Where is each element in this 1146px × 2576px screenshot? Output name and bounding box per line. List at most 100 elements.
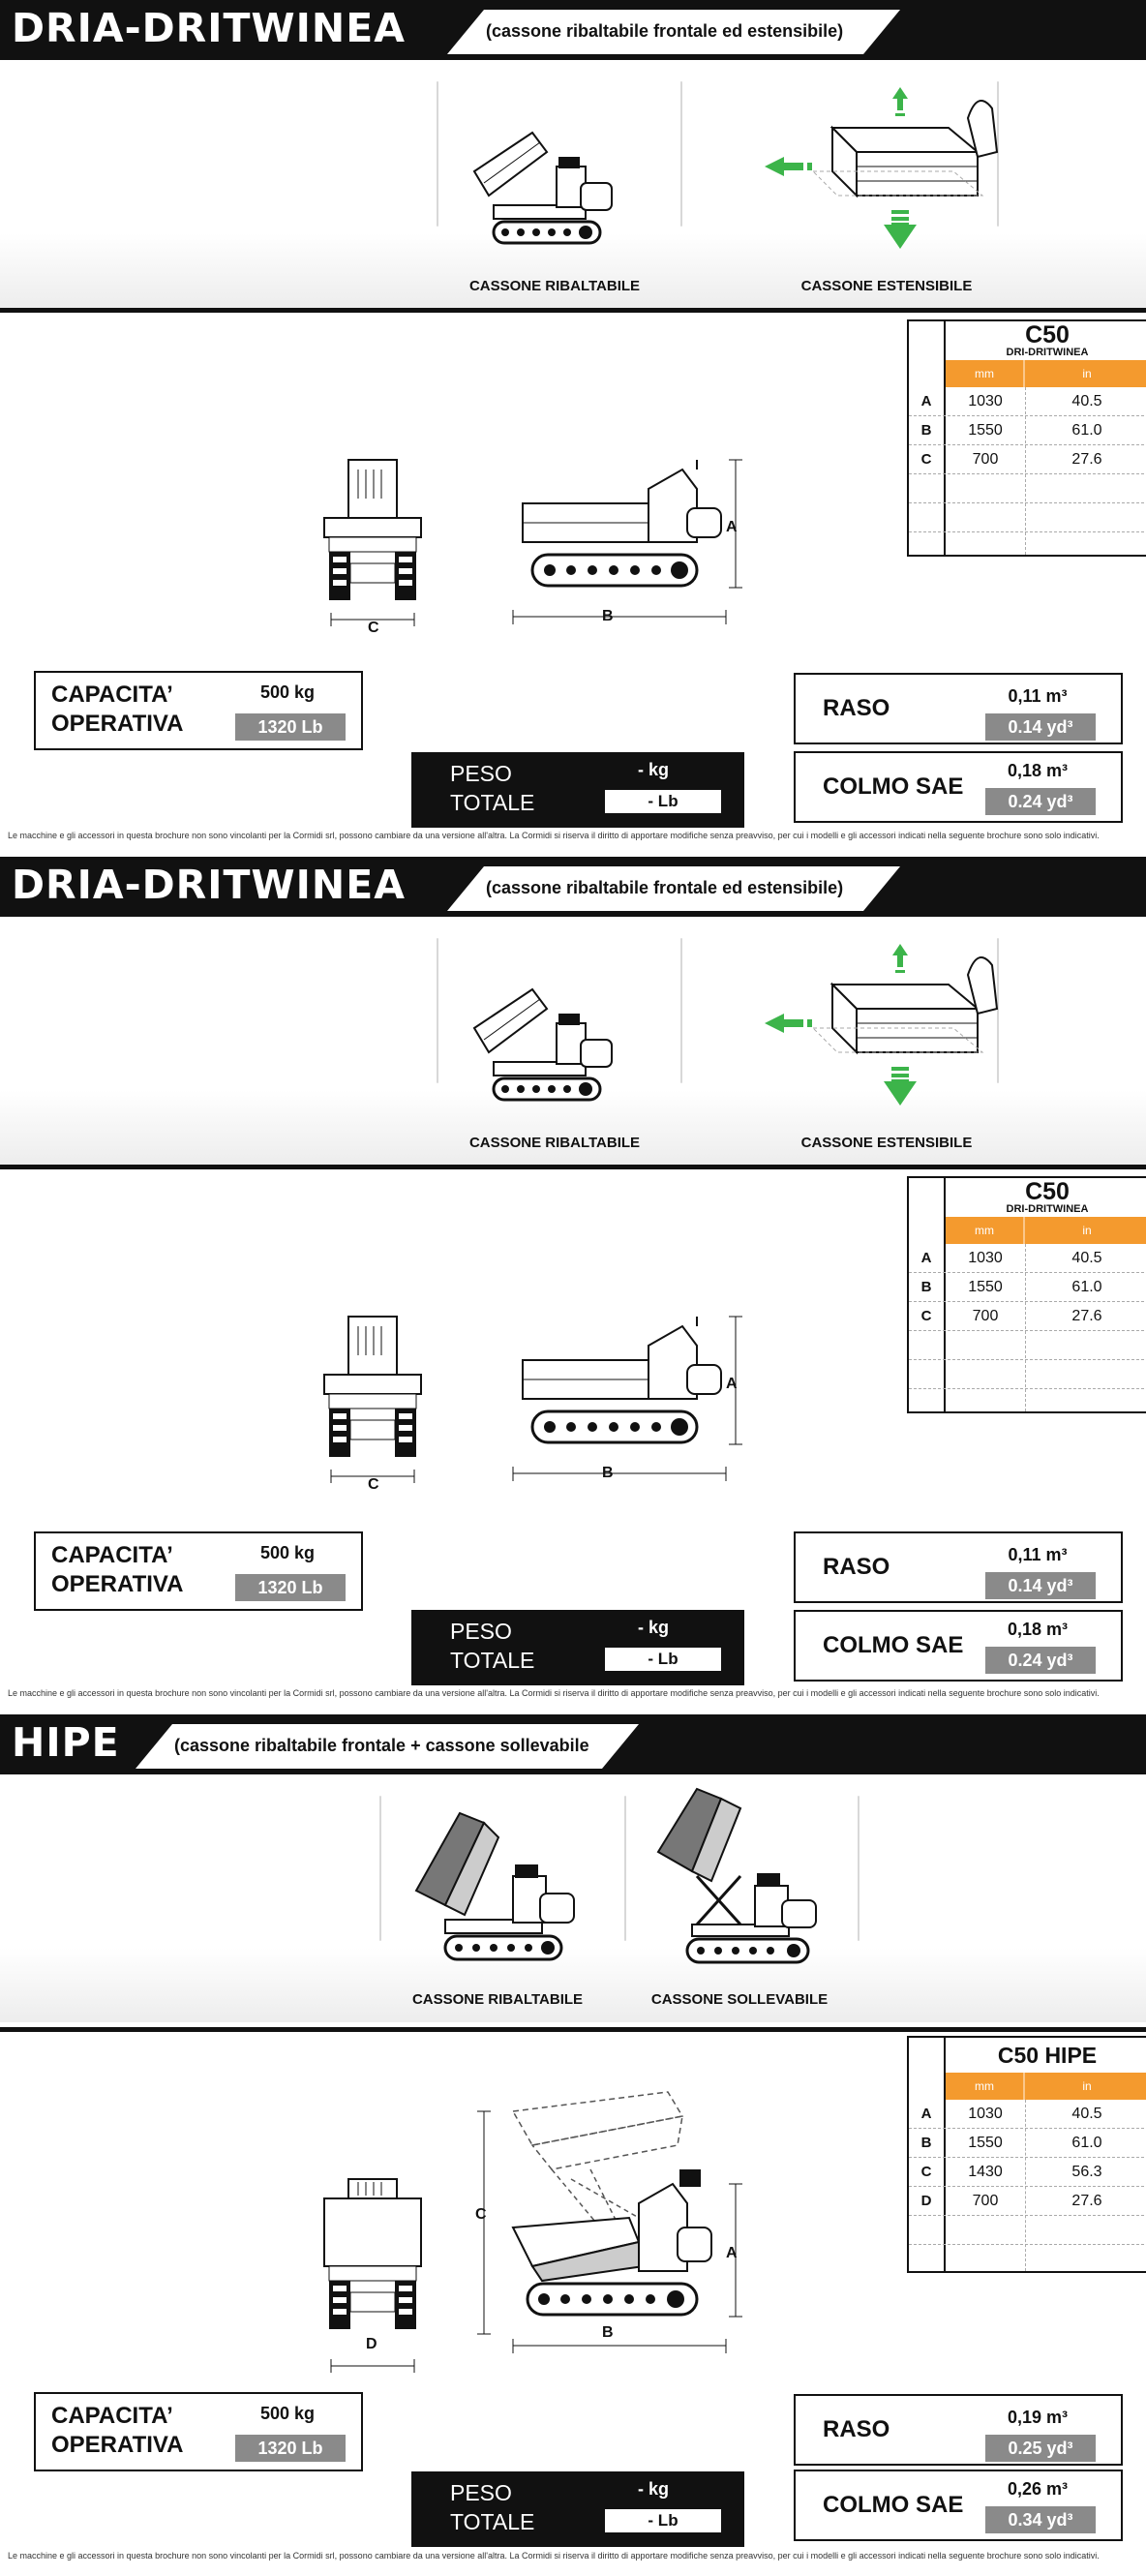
dim-label: A — [726, 519, 738, 535]
weight-lb: - Lb — [605, 2509, 721, 2532]
capacity-kg: 500 kg — [259, 682, 316, 702]
weight-label-2: TOTALE — [450, 790, 535, 815]
weight-lb: - Lb — [605, 1648, 721, 1671]
spec-row-empty — [909, 503, 1146, 532]
tipping-dumper-image — [472, 131, 613, 245]
disclaimer: Le macchine e gli accessori in questa br… — [8, 2551, 1100, 2561]
raso-yd3: 0.14 yd³ — [985, 1572, 1096, 1599]
dim-label: C — [368, 1476, 379, 1493]
capacity-box: CAPACITA’ OPERATIVA 500 kg 1320 Lb — [34, 671, 363, 750]
weight-lb: - Lb — [605, 790, 721, 813]
capacity-label-2: OPERATIVA — [51, 2432, 184, 2458]
colmo-label: COLMO SAE — [823, 2492, 964, 2518]
section-separator — [0, 1165, 1146, 1169]
section-hipe: HIPE (cassone ribaltabile frontale + cas… — [0, 1714, 1146, 2576]
section-dria-2: DRIA-DRITWINEA (cassone ribaltabile fron… — [0, 857, 1146, 1713]
capacity-box: CAPACITA’ OPERATIVA 500 kg 1320 Lb — [34, 2392, 363, 2471]
model-name: C50 — [1025, 1178, 1070, 1205]
colmo-label: COLMO SAE — [823, 1632, 964, 1658]
front-view-drawing — [323, 459, 422, 626]
raso-m3: 0,19 m³ — [1007, 2408, 1069, 2427]
caption-ribaltabile: CASSONE RIBALTABILE — [411, 1991, 584, 2008]
capacity-kg: 500 kg — [259, 1543, 316, 1562]
illustration-panel: CASSONE RIBALTABILE CASSONE SOLLEVABILE — [0, 1774, 1146, 2022]
section-dria-1: DRIA-DRITWINEA (cassone ribaltabile fron… — [0, 0, 1146, 857]
model-name: C50 HIPE — [997, 2043, 1098, 2068]
unit-in: in — [1025, 360, 1146, 387]
front-view-drawing — [323, 2178, 422, 2373]
spec-row-empty — [909, 1331, 1146, 1360]
dim-label: B — [602, 1465, 614, 1481]
weight-label-1: PESO — [450, 1619, 512, 1644]
weight-kg: - kg — [637, 2479, 669, 2499]
weight-box: PESO TOTALE - kg - Lb — [411, 752, 744, 828]
model-subname: DRI-DRITWINEA — [1006, 347, 1089, 358]
dim-label: B — [602, 608, 614, 624]
spec-row-empty — [909, 1360, 1146, 1389]
capacity-label-1: CAPACITA’ — [51, 2403, 173, 2429]
colmo-yd3: 0.24 yd³ — [985, 1647, 1096, 1674]
section-separator — [0, 308, 1146, 313]
raso-label: RASO — [823, 2416, 890, 2442]
raso-label: RASO — [823, 1554, 890, 1580]
unit-in: in — [1025, 2073, 1146, 2100]
section-title: DRIA-DRITWINEA — [12, 5, 406, 51]
capacity-lb: 1320 Lb — [235, 1574, 346, 1601]
divider — [997, 81, 999, 227]
raso-m3: 0,11 m³ — [1008, 686, 1068, 706]
unit-mm: mm — [946, 360, 1025, 387]
spec-row-empty — [909, 474, 1146, 503]
capacity-kg: 500 kg — [259, 2404, 316, 2423]
weight-label-2: TOTALE — [450, 2509, 535, 2534]
weight-label-1: PESO — [450, 761, 512, 786]
section-subtitle: (cassone ribaltabile frontale ed estensi… — [447, 866, 900, 911]
raso-box: RASO 0,19 m³ 0.25 yd³ — [794, 2394, 1123, 2466]
side-view-drawing — [512, 459, 742, 624]
disclaimer: Le macchine e gli accessori in questa br… — [8, 1688, 1100, 1698]
colmo-box: COLMO SAE 0,18 m³ 0.24 yd³ — [794, 1610, 1123, 1682]
raso-m3: 0,11 m³ — [1008, 1545, 1068, 1564]
section-subtitle: (cassone ribaltabile frontale ed estensi… — [447, 10, 900, 54]
colmo-label: COLMO SAE — [823, 773, 964, 800]
spec-row-empty — [909, 2216, 1146, 2245]
section-title: HIPE — [12, 1719, 120, 1766]
section-separator — [0, 2027, 1146, 2032]
capacity-label-2: OPERATIVA — [51, 1571, 184, 1597]
colmo-m3: 0,18 m³ — [1007, 1620, 1069, 1639]
weight-kg: - kg — [637, 760, 669, 779]
weight-label-1: PESO — [450, 2480, 512, 2505]
capacity-lb: 1320 Lb — [235, 2435, 346, 2462]
side-view-drawing — [477, 2091, 742, 2353]
tipping-dumper-image — [472, 987, 613, 1102]
capacity-label-1: CAPACITA’ — [51, 682, 173, 708]
dim-label: C — [475, 2206, 487, 2223]
section-header: HIPE (cassone ribaltabile frontale + cas… — [0, 1714, 1146, 1774]
capacity-box: CAPACITA’ OPERATIVA 500 kg 1320 Lb — [34, 1531, 363, 1611]
unit-in: in — [1025, 1217, 1146, 1244]
unit-mm: mm — [946, 1217, 1025, 1244]
dim-label: C — [368, 620, 379, 636]
colmo-yd3: 0.34 yd³ — [985, 2506, 1096, 2533]
lifting-dumper-image — [656, 1787, 817, 1964]
raso-yd3: 0.25 yd³ — [985, 2435, 1096, 2462]
model-name: C50 — [1025, 321, 1070, 349]
weight-label-2: TOTALE — [450, 1648, 535, 1673]
front-view-drawing — [323, 1316, 422, 1483]
unit-mm: mm — [946, 2073, 1025, 2100]
illustration-panel: CASSONE RIBALTABILE CASSONE ESTENSIBILE — [0, 60, 1146, 308]
weight-box: PESO TOTALE - kg - Lb — [411, 2471, 744, 2547]
caption-estensibile: CASSONE ESTENSIBILE — [800, 278, 973, 294]
capacity-label-1: CAPACITA’ — [51, 1542, 173, 1568]
dim-label: B — [602, 2324, 614, 2341]
extensible-bin-image — [765, 87, 999, 249]
section-header: DRIA-DRITWINEA (cassone ribaltabile fron… — [0, 857, 1146, 917]
section-title: DRIA-DRITWINEA — [12, 862, 406, 908]
tipping-dumper-image — [414, 1811, 575, 1961]
